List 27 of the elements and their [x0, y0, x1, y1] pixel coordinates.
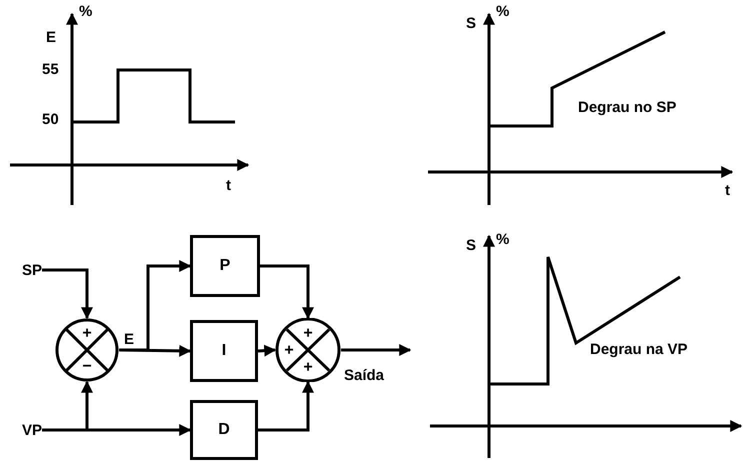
axis-label: Degrau na VP	[590, 342, 688, 357]
arrow	[258, 344, 276, 357]
axis-label: %	[496, 232, 510, 247]
summing-junction	[55, 318, 119, 382]
arrow	[42, 268, 93, 320]
axis-label: t	[725, 183, 730, 198]
arrow	[258, 380, 314, 432]
axis-label: 55	[42, 62, 59, 77]
arrow	[260, 264, 314, 320]
summing-junction	[275, 318, 341, 382]
signal-label: VP	[12, 421, 42, 439]
edge-label: Saída	[344, 368, 384, 383]
block-box: P	[190, 235, 260, 297]
arrow	[341, 344, 412, 356]
axis-label: S	[466, 16, 476, 31]
block-box: I	[190, 320, 258, 382]
axis-label: S	[466, 238, 476, 253]
axis-label: Degrau no SP	[578, 100, 676, 115]
arrow	[118, 344, 192, 357]
signal-label: SP	[12, 261, 42, 279]
axis-label: 50	[42, 112, 59, 127]
block-box: D	[190, 400, 258, 460]
axis-label: E	[46, 30, 56, 45]
edge-label: E	[124, 332, 134, 347]
axis-label: %	[79, 4, 92, 19]
axis-label: t	[226, 178, 231, 193]
axis-label: %	[496, 4, 510, 19]
